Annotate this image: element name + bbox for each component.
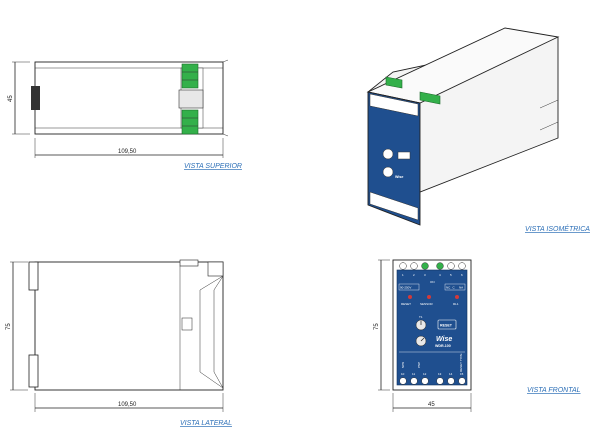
front-height-dimension: 75 — [374, 323, 380, 330]
caption-top-view: VISTA SUPERIOR — [184, 163, 242, 170]
terminal-number-bottom: 10 — [401, 372, 405, 376]
pnp-label: PNP — [417, 362, 421, 368]
iso-brand: Wise — [395, 175, 403, 179]
relay-contact-label: NC — [446, 286, 451, 290]
reset-type-label: RESET TYPE — [459, 353, 463, 372]
npn-label: NPN — [401, 362, 405, 368]
bottom-terminal-strip — [399, 377, 466, 385]
terminal-number-bottom: 11 — [412, 372, 415, 376]
top-terminal-numbers: 1 2 3 4 5 6 — [402, 273, 463, 277]
sensor-led — [427, 295, 431, 299]
top-view-din-clip — [31, 86, 40, 110]
terminal-number-top: 2 — [413, 273, 415, 277]
reset-led — [408, 295, 412, 299]
terminal-number-bottom: 13 — [438, 372, 442, 376]
caption-side-view: VISTA LATERAL — [180, 420, 232, 427]
side-view-clip-top — [28, 261, 39, 291]
t1-label: T1 — [419, 315, 423, 319]
terminal-screw-top[interactable] — [458, 262, 466, 270]
iso-front-face — [367, 91, 421, 226]
rl1-led — [455, 295, 459, 299]
iso-terminal-top-right — [419, 91, 441, 105]
bottom-terminal-numbers: 10 11 12 13 14 15 — [401, 372, 464, 376]
top-view-terminal-block-top — [181, 63, 199, 89]
terminal-number-top: 1 — [402, 273, 404, 277]
terminal-number-bottom: 15 — [460, 372, 464, 376]
on-label: ON — [430, 280, 435, 284]
terminal-number-bottom: 12 — [423, 372, 427, 376]
terminal-number-top: 5 — [450, 273, 452, 277]
terminal-number-bottom: 14 — [449, 372, 453, 376]
reset-led-label: RESET — [401, 302, 411, 306]
side-view: 75 109,50 VISTA LATERAL — [6, 259, 232, 427]
terminal-number-top: 3 — [424, 273, 426, 277]
relay-contact-label: C — [453, 286, 456, 290]
front-width-dimension: 45 — [428, 402, 435, 408]
terminal-screw-top[interactable] — [399, 262, 407, 270]
terminal-screw-bottom[interactable] — [458, 377, 466, 385]
iso-terminal-top-left — [385, 76, 403, 89]
brand-logo: Wise — [436, 336, 452, 343]
terminal-screw-bottom[interactable] — [421, 377, 429, 385]
isometric-view: Wise VISTA ISOMÉTRICA — [366, 27, 590, 233]
reset-button[interactable] — [437, 319, 457, 330]
caption-front-view: VISTA FRONTAL — [527, 387, 581, 394]
top-view: 45 109,50 VISTA SUPERIOR — [8, 59, 242, 170]
relay-contact-label: NA — [459, 286, 463, 290]
rl1-led-label: RL1 — [453, 302, 459, 306]
side-height-dimension: 75 — [6, 323, 12, 330]
terminal-screw-top[interactable] — [410, 262, 418, 270]
power-label: 90-250V — [400, 286, 411, 290]
reset-button-label: RESET — [440, 324, 453, 328]
terminal-number-top: 6 — [461, 273, 463, 277]
side-view-clip-bottom — [28, 354, 39, 388]
sensor-led-label: SENSOR — [420, 302, 434, 306]
terminal-number-top: 4 — [439, 273, 441, 277]
caption-isometric-view: VISTA ISOMÉTRICA — [525, 224, 590, 233]
side-width-dimension: 109,50 — [118, 402, 137, 408]
terminal-screw-top[interactable] — [447, 262, 455, 270]
top-terminal-strip — [399, 262, 466, 270]
model-label: WDR-100 — [435, 344, 451, 348]
terminal-screw-bottom[interactable] — [447, 377, 455, 385]
terminal-screw-top[interactable] — [436, 262, 444, 270]
terminal-screw-top[interactable] — [421, 262, 429, 270]
top-width-dimension: 109,50 — [118, 149, 137, 155]
terminal-screw-bottom[interactable] — [410, 377, 418, 385]
terminal-screw-bottom[interactable] — [399, 377, 407, 385]
terminal-screw-bottom[interactable] — [436, 377, 444, 385]
side-view-outline — [34, 261, 224, 391]
top-height-dimension: 45 — [8, 95, 14, 102]
top-view-terminal-block-bottom — [181, 109, 199, 135]
